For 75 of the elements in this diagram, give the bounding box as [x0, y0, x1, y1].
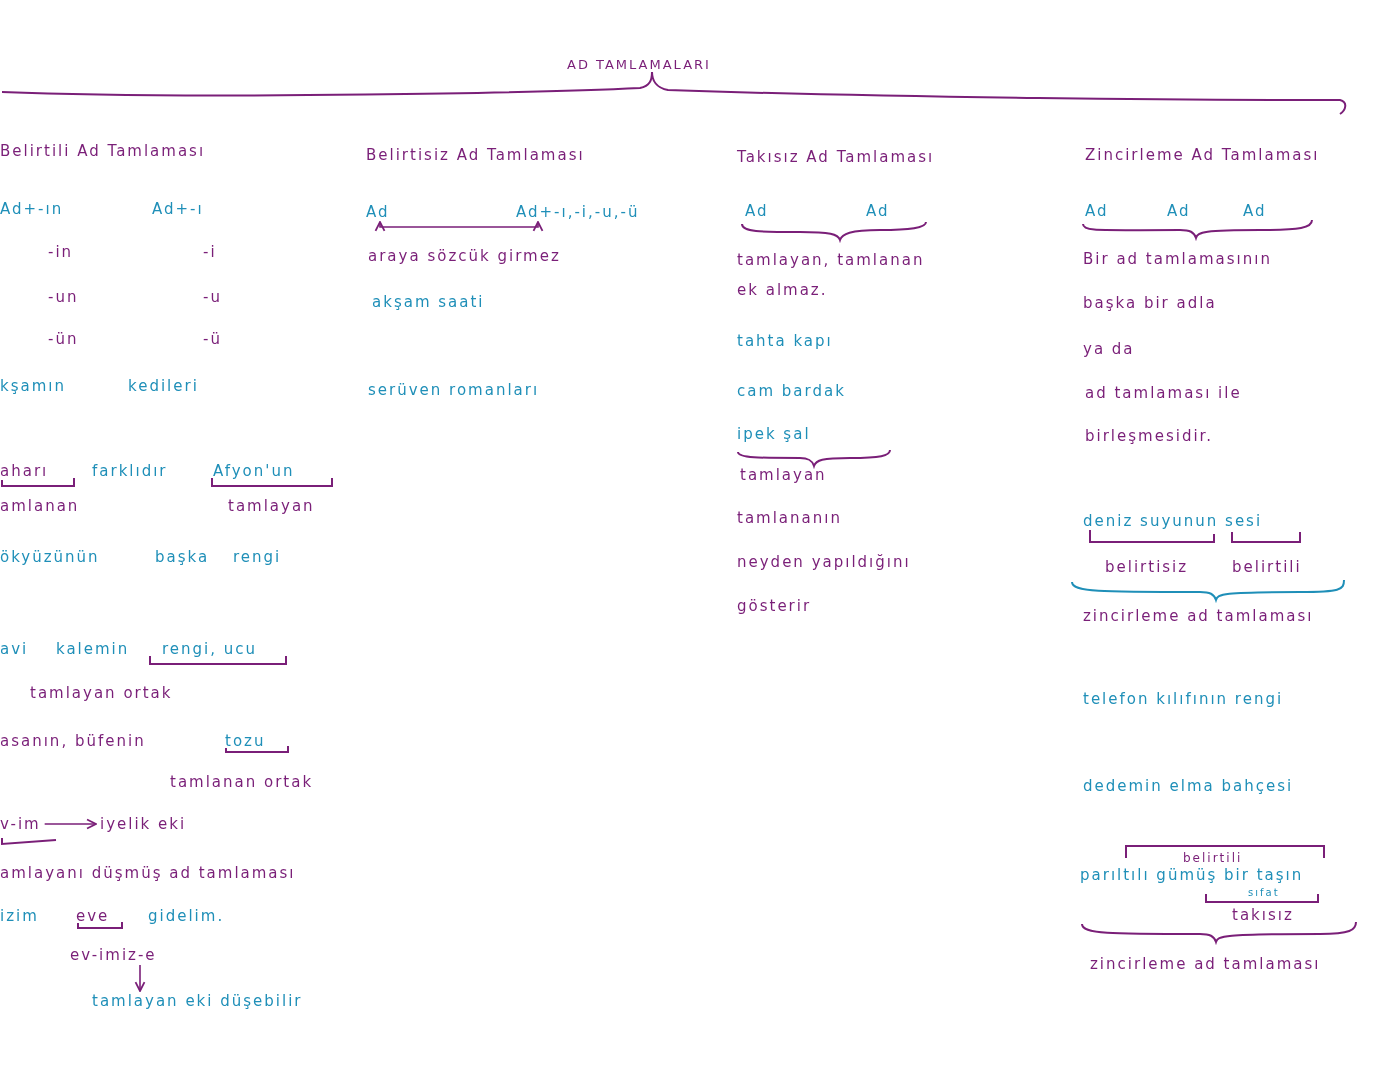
note-text: araya sözcük girmez: [368, 247, 561, 265]
note-text: parıltılı gümüş bir taşın: [1080, 866, 1304, 884]
column-heading: Belirtisiz Ad Tamlaması: [366, 146, 585, 164]
note-text: ipek şal: [737, 425, 811, 443]
note-text: birleşmesidir.: [1085, 427, 1214, 445]
note-text: -u: [203, 288, 222, 306]
note-text: rengi: [233, 548, 282, 566]
arrow: [134, 964, 146, 992]
column-heading: Belirtili Ad Tamlaması: [0, 142, 206, 160]
note-text: -in: [48, 243, 74, 261]
note-text: başka bir adla: [1083, 294, 1217, 312]
note-text: telefon kılıfının rengi: [1083, 690, 1284, 708]
note-text: -ü: [203, 330, 222, 348]
title: AD TAMLAMALARI: [567, 56, 711, 74]
note-text: belirtisiz: [1105, 558, 1189, 576]
note-text: tamlayan eki düşebilir: [92, 992, 303, 1010]
note-text: Bir ad tamlamasının: [1083, 250, 1272, 268]
note-text: Ad: [1243, 202, 1267, 220]
note-text: Ad: [745, 202, 769, 220]
note-text: amlanan: [0, 497, 80, 515]
note-text: ad tamlaması ile: [1085, 384, 1242, 402]
note-text: akşam saati: [372, 293, 485, 311]
note-text: tamlanan ortak: [170, 773, 314, 791]
arrow: [374, 221, 544, 232]
note-text: eve: [76, 907, 110, 925]
note-text: amlayanı düşmüş ad tamlaması: [0, 864, 296, 882]
note-text: -un: [48, 288, 79, 306]
note-text: tamlananın: [737, 509, 842, 527]
note-text: izim: [0, 907, 39, 925]
note-text: takısız: [1232, 906, 1294, 924]
note-text: tozu: [225, 732, 266, 750]
note-text: avi: [0, 640, 29, 658]
note-text: iyelik eki: [100, 815, 187, 833]
note-text: aharı: [0, 462, 49, 480]
note-text: serüven romanları: [368, 381, 540, 399]
note-text: ev-imiz-e: [70, 946, 157, 964]
note-text: dedemin elma bahçesi: [1083, 777, 1294, 795]
note-text: belirtili: [1183, 850, 1243, 867]
note-text: farklıdır: [92, 462, 168, 480]
note-text: Ad+-ı: [152, 200, 204, 218]
note-text: Ad: [1167, 202, 1191, 220]
note-text: Ad+-ın: [0, 200, 64, 218]
column-heading: Zincirleme Ad Tamlaması: [1085, 146, 1320, 164]
note-text: cam bardak: [737, 382, 846, 400]
note-text: deniz suyunun sesi: [1083, 512, 1263, 530]
note-text: belirtili: [1232, 558, 1302, 576]
note-text: gösterir: [737, 597, 812, 615]
note-text: gidelim.: [148, 907, 225, 925]
note-text: -ün: [48, 330, 79, 348]
note-text: Ad: [366, 203, 390, 221]
note-text: v-im: [0, 815, 41, 833]
note-text: neyden yapıldığını: [737, 553, 911, 571]
note-text: asanın, büfenin: [0, 732, 146, 750]
note-text: Ad: [1085, 202, 1109, 220]
note-text: Ad+-ı,-i,-u,-ü: [516, 203, 640, 221]
note-text: zincirleme ad tamlaması: [1083, 607, 1314, 625]
arrow: [43, 818, 97, 830]
note-text: Ad: [866, 202, 890, 220]
note-text: ya da: [1083, 340, 1135, 358]
column-heading: Takısız Ad Tamlaması: [737, 148, 935, 166]
note-text: tamlayan: [228, 497, 315, 515]
note-text: Afyon'un: [213, 462, 295, 480]
note-text: tamlayan ortak: [30, 684, 173, 702]
note-text: tamlayan, tamlanan ek almaz.: [737, 250, 926, 301]
note-text: kalemin: [56, 640, 130, 658]
note-text: rengi, ucu: [162, 640, 258, 658]
note-text: kşamın: [0, 377, 66, 395]
note-text: -i: [203, 243, 217, 261]
note-text: başka: [155, 548, 210, 566]
note-text: sıfat: [1248, 886, 1280, 900]
note-text: tamlayan: [740, 466, 827, 484]
note-text: kedileri: [128, 377, 199, 395]
note-text: tahta kapı: [737, 332, 833, 350]
note-text: zincirleme ad tamlaması: [1090, 955, 1321, 973]
note-text: ökyüzünün: [0, 548, 100, 566]
